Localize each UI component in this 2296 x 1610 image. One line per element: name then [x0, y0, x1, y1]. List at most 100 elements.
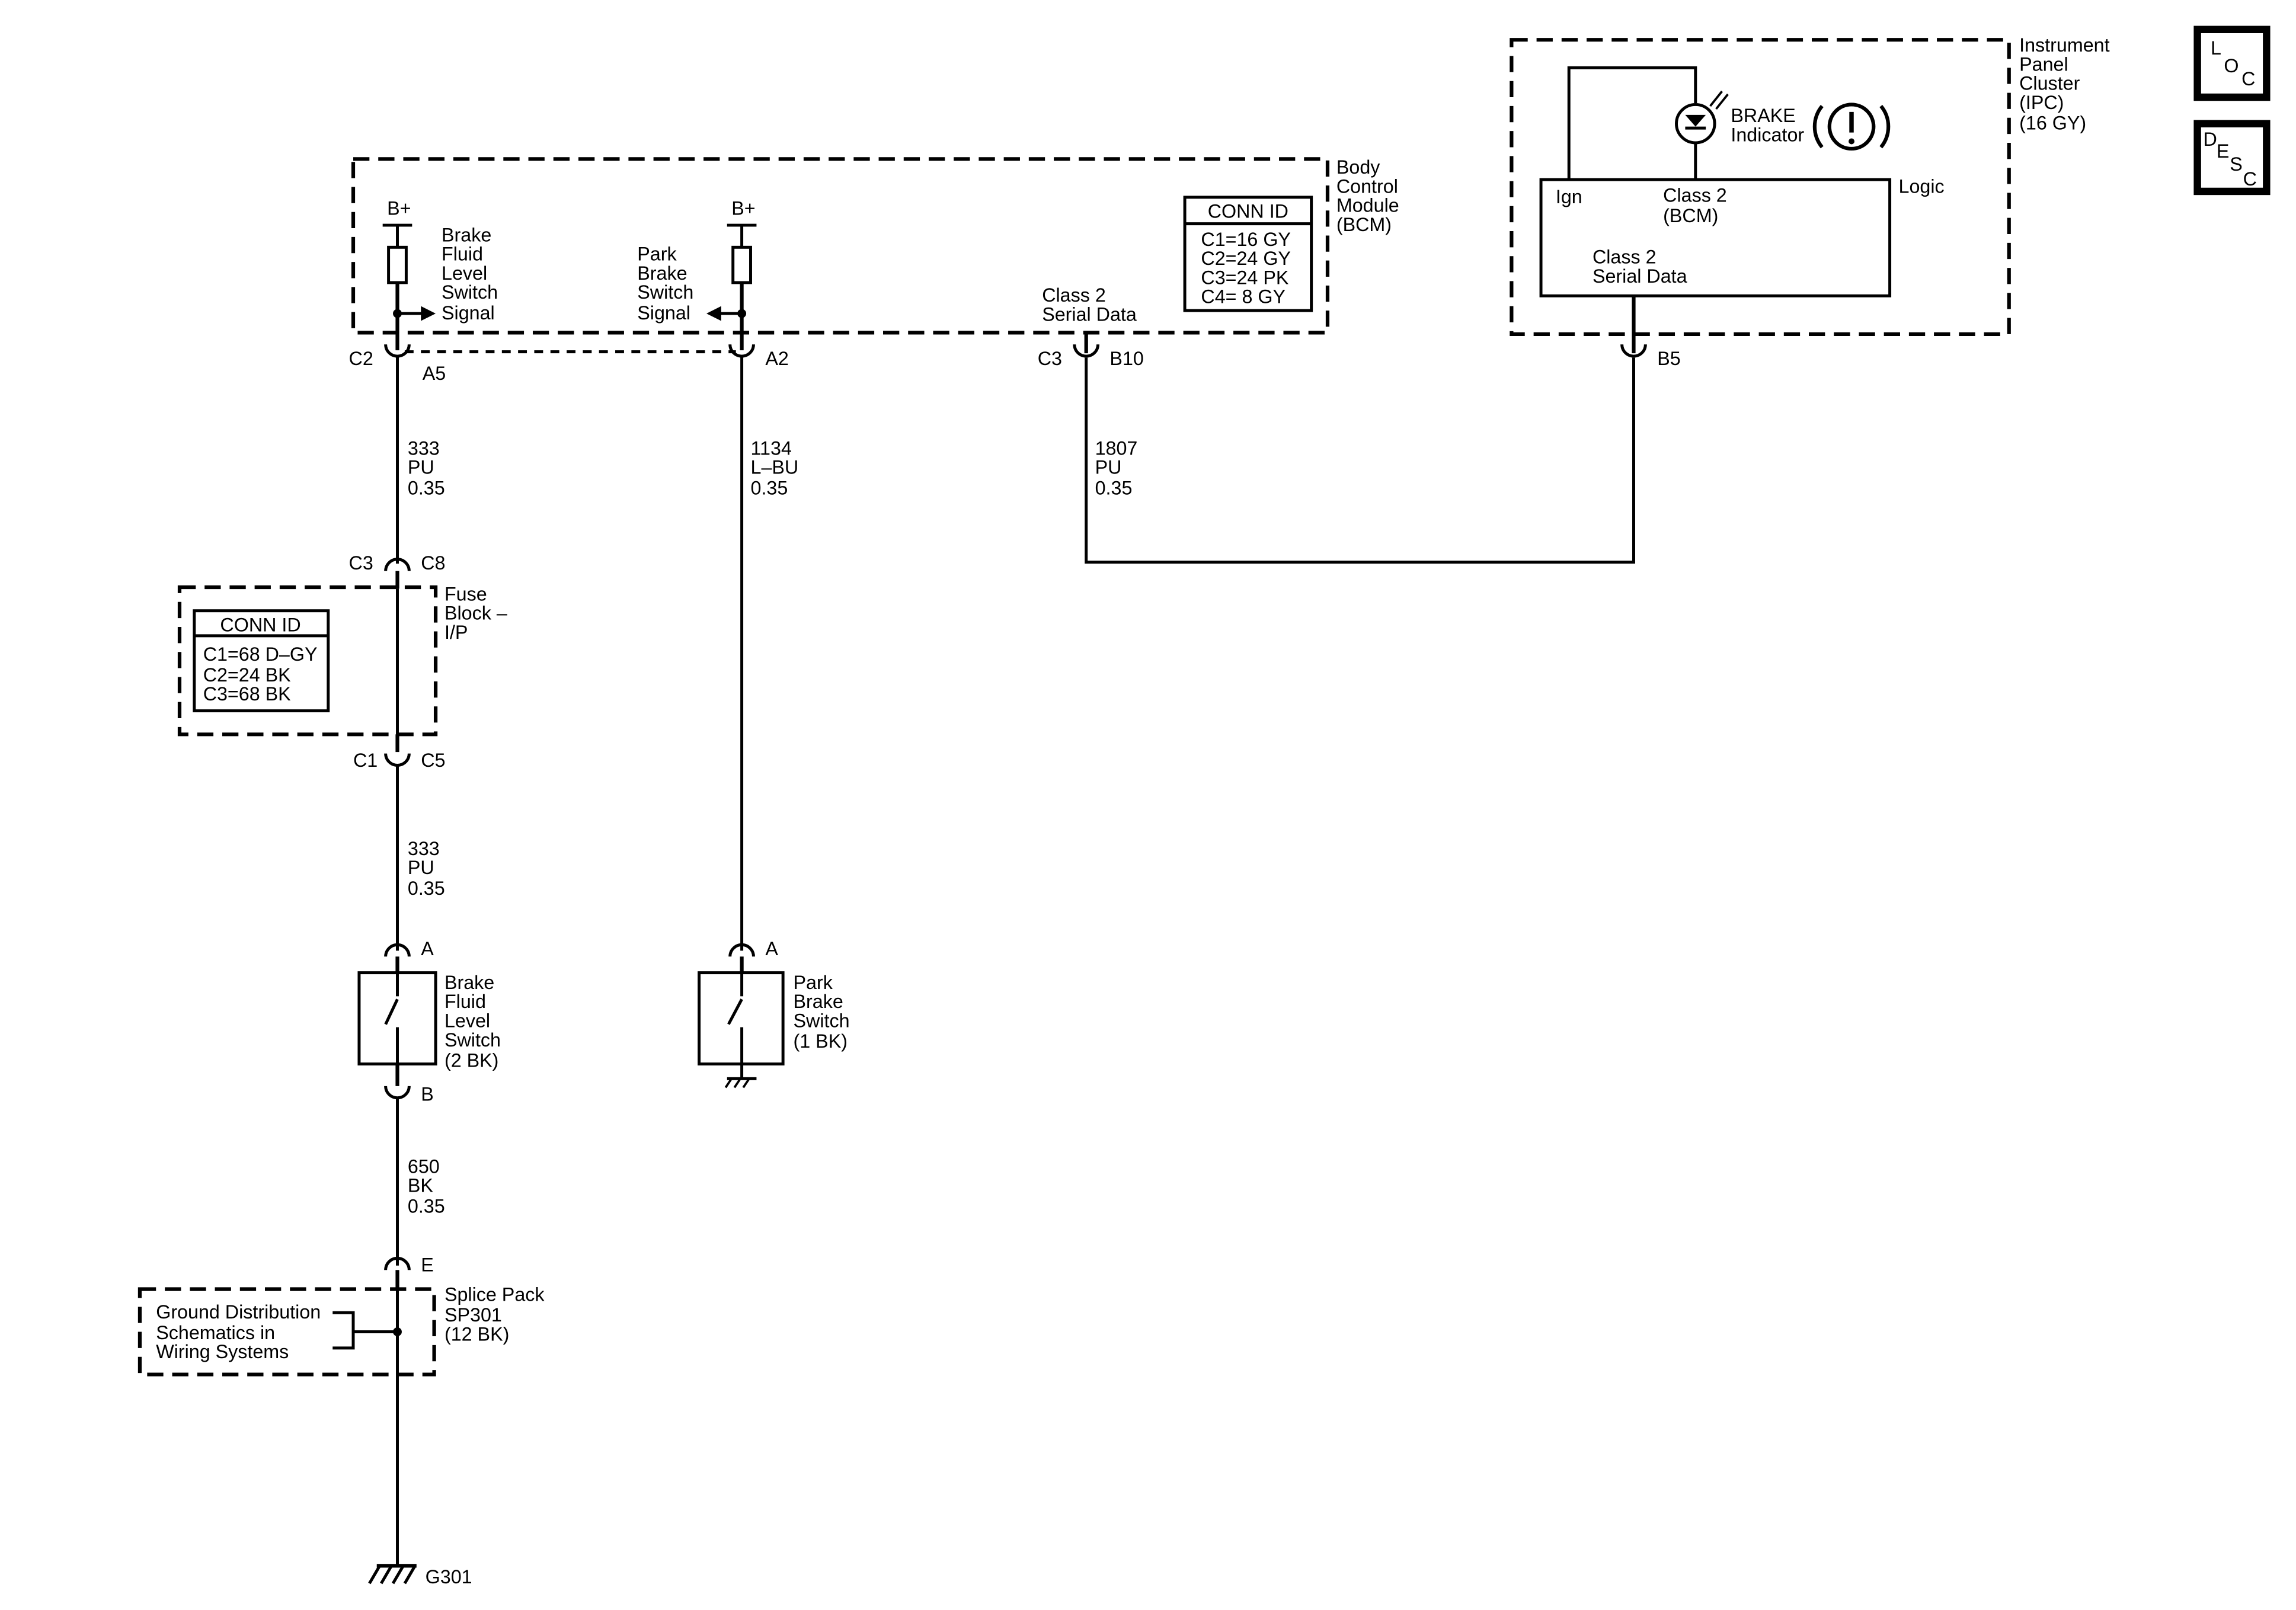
- svg-text:1807: 1807: [1095, 437, 1138, 459]
- svg-text:Indicator: Indicator: [1731, 124, 1804, 146]
- wire-333-lower: 333 PU 0.35: [396, 765, 445, 951]
- svg-text:SP301: SP301: [445, 1304, 502, 1326]
- wire-1807: 1807 PU 0.35: [1085, 357, 1635, 564]
- svg-text:0.35: 0.35: [408, 1195, 445, 1217]
- svg-text:E: E: [421, 1254, 434, 1276]
- svg-text:Body: Body: [1336, 156, 1380, 178]
- svg-text:C4= 8 GY: C4= 8 GY: [1201, 286, 1285, 308]
- ground-g301-symbol: G301: [368, 1564, 472, 1587]
- svg-text:C3: C3: [349, 552, 373, 574]
- splice-pack-label: Splice Pack SP301 (12 BK): [445, 1283, 545, 1345]
- park-brake-switch-label: Park Brake Switch (1 BK): [794, 972, 850, 1052]
- svg-text:Class 2: Class 2: [1663, 184, 1727, 206]
- svg-text:(BCM): (BCM): [1663, 205, 1718, 226]
- svg-text:L: L: [2211, 37, 2221, 59]
- ipc-logic-box: [1539, 178, 1892, 297]
- connector-b-brake-fluid: B: [384, 1064, 434, 1105]
- svg-text:0.35: 0.35: [1095, 478, 1133, 499]
- svg-text:A: A: [765, 938, 778, 959]
- connector-b5: B5: [1620, 296, 1681, 369]
- svg-text:C8: C8: [421, 552, 445, 574]
- svg-text:Park: Park: [637, 244, 677, 265]
- svg-text:Ground Distribution: Ground Distribution: [156, 1301, 321, 1323]
- svg-text:0.35: 0.35: [751, 478, 788, 499]
- svg-text:1134: 1134: [751, 437, 792, 459]
- fuse-block-label: Fuse Block – I/P: [445, 583, 507, 643]
- svg-text:(12 BK): (12 BK): [445, 1323, 509, 1345]
- park-brake-switch: [698, 971, 785, 1089]
- svg-text:B: B: [421, 1084, 434, 1105]
- svg-text:Schematics in: Schematics in: [156, 1322, 275, 1343]
- svg-text:C1=16 GY: C1=16 GY: [1201, 229, 1291, 250]
- svg-text:Class 2: Class 2: [1042, 284, 1106, 306]
- svg-text:Block –: Block –: [445, 603, 507, 624]
- brake-warning-icon: [1812, 103, 1891, 151]
- svg-text:Control: Control: [1336, 175, 1398, 197]
- loc-icon[interactable]: L O C: [2193, 25, 2271, 101]
- connector-a2: A2: [728, 344, 789, 369]
- bcm-class2-label: Class 2 Serial Data: [1042, 284, 1137, 325]
- desc-icon[interactable]: D E S C: [2193, 120, 2271, 196]
- connector-c2-a5: C2 A5: [349, 344, 446, 384]
- svg-text:C1=68 D–GY: C1=68 D–GY: [203, 644, 318, 665]
- fuse-block-conn-id-table: CONN ID C1=68 D–GY C2=24 BK C3=68 BK: [193, 609, 330, 713]
- svg-text:D: D: [2204, 129, 2217, 150]
- svg-text:A5: A5: [423, 363, 446, 384]
- svg-text:Fluid: Fluid: [442, 244, 483, 265]
- svg-text:333: 333: [408, 437, 440, 459]
- connector-a-brake-fluid: A: [384, 938, 434, 975]
- wire-1134: 1134 L–BU 0.35: [740, 356, 799, 951]
- brake-fluid-level-switch: [357, 971, 437, 1066]
- ipc-logic-label: Logic: [1899, 175, 1945, 197]
- svg-text:C2=24 BK: C2=24 BK: [203, 664, 291, 686]
- svg-text:Level: Level: [442, 263, 487, 284]
- svg-text:L–BU: L–BU: [751, 457, 799, 478]
- svg-text:Module: Module: [1336, 195, 1399, 216]
- svg-text:Serial Data: Serial Data: [1042, 303, 1137, 325]
- bcm-park-brake-input: B+ Park Brake Switch Signal: [637, 198, 757, 351]
- svg-text:E: E: [2217, 140, 2230, 162]
- svg-text:CONN ID: CONN ID: [1208, 201, 1288, 222]
- ipc-ign-label: Ign: [1556, 186, 1582, 207]
- brake-fluid-level-switch-label: Brake Fluid Level Switch (2 BK): [445, 972, 501, 1071]
- svg-text:S: S: [2230, 153, 2243, 175]
- connector-e: E: [384, 1254, 434, 1288]
- svg-text:Panel: Panel: [2019, 53, 2068, 75]
- svg-text:Splice Pack: Splice Pack: [445, 1283, 545, 1305]
- svg-text:C3=68 BK: C3=68 BK: [203, 683, 291, 705]
- ipc-class2-serial-label: Class 2 Serial Data: [1593, 247, 1687, 287]
- svg-text:Switch: Switch: [794, 1010, 850, 1031]
- bcm-brake-fluid-input: B+ Brake Fluid Level Switch Signal: [382, 198, 498, 351]
- svg-text:PU: PU: [1095, 457, 1122, 478]
- svg-text:BRAKE: BRAKE: [1731, 105, 1795, 126]
- svg-text:A: A: [421, 938, 434, 959]
- wire-650: 650 BK 0.35: [396, 1097, 445, 1266]
- svg-text:0.35: 0.35: [408, 878, 445, 899]
- ground-distribution-label: Ground Distribution Schematics in Wiring…: [156, 1301, 321, 1362]
- svg-text:C2: C2: [349, 348, 373, 369]
- svg-text:B+: B+: [387, 198, 411, 219]
- svg-text:PU: PU: [408, 857, 434, 878]
- svg-text:650: 650: [408, 1156, 440, 1177]
- svg-text:Brake: Brake: [445, 972, 494, 993]
- svg-text:C: C: [2243, 168, 2257, 190]
- bcm-conn-id-table: CONN ID C1=16 GY C2=24 GY C3=24 PK C4= 8…: [1183, 196, 1313, 312]
- svg-text:C1: C1: [353, 750, 378, 771]
- ipc-boundary: [1510, 38, 2011, 336]
- svg-text:Fuse: Fuse: [445, 583, 487, 604]
- fuse-block-boundary: [177, 585, 438, 737]
- svg-text:C5: C5: [421, 750, 445, 771]
- svg-text:Level: Level: [445, 1010, 490, 1031]
- svg-text:(IPC): (IPC): [2019, 92, 2064, 113]
- svg-text:Cluster: Cluster: [2019, 73, 2080, 94]
- svg-text:B+: B+: [731, 198, 755, 219]
- svg-text:Serial Data: Serial Data: [1593, 265, 1687, 287]
- ipc-class2-bcm-label: Class 2 (BCM): [1663, 184, 1727, 226]
- svg-text:Fluid: Fluid: [445, 991, 486, 1012]
- ground-distribution-bracket: [332, 1311, 402, 1350]
- svg-text:Brake: Brake: [637, 263, 687, 284]
- wire-333-upper: 333 PU 0.35: [396, 356, 445, 564]
- svg-text:(16 GY): (16 GY): [2019, 113, 2086, 134]
- svg-text:C3=24 PK: C3=24 PK: [1201, 267, 1288, 288]
- svg-text:PU: PU: [408, 457, 434, 478]
